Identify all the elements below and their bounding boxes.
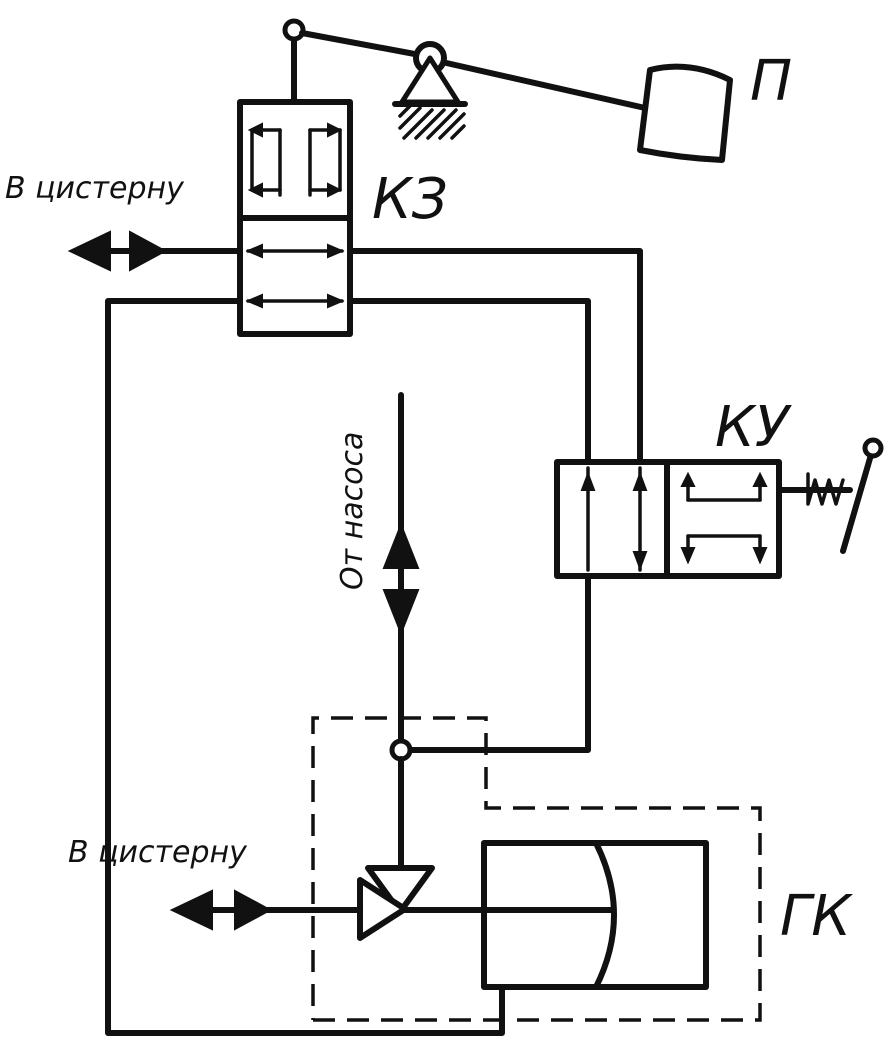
- tank-arrow-left-bottom: [169, 889, 213, 931]
- ground-hatch: [398, 104, 466, 140]
- ku-label: КУ: [715, 395, 793, 460]
- from-pump-label: От насоса: [335, 432, 370, 590]
- gk-piston: [593, 840, 617, 990]
- to-tank-top-label: В цистерну: [5, 171, 185, 206]
- pipe-return-loop: [105, 298, 505, 1036]
- gk-label: ГК: [780, 884, 853, 949]
- gk-dashed-boundary: [311, 716, 762, 1022]
- ku-lever-knob: [862, 437, 884, 459]
- rod-hinge: [282, 18, 306, 42]
- pedal-pad: [637, 63, 733, 163]
- valve-ku: [554, 437, 884, 579]
- kz-label: КЗ: [372, 167, 448, 232]
- pedal-linkage: [282, 18, 733, 163]
- pump-arrow-up: [382, 522, 420, 569]
- pipe-kz-to-ku-right: [347, 248, 643, 465]
- pump-arrow-down: [382, 589, 420, 636]
- pipe-kz-to-ku-left: [347, 298, 591, 465]
- valve-kz: [237, 99, 353, 337]
- pump-line: [382, 392, 420, 743]
- to-tank-bottom-label: В цистерну: [68, 835, 248, 870]
- lever-left: [299, 30, 423, 58]
- gk-cylinder: [481, 840, 709, 990]
- tank-arrow-right-top: [129, 230, 168, 272]
- pipe-ku-to-junction: [407, 573, 591, 753]
- tank-arrow-right-bottom: [234, 889, 273, 931]
- ku-lever: [840, 445, 876, 554]
- lever-right: [439, 59, 648, 111]
- pedal-label: П: [750, 49, 792, 114]
- tank-line-bottom: [169, 889, 363, 931]
- tank-line-top: [67, 230, 243, 272]
- gk-valve-down: [365, 865, 435, 915]
- tank-arrow-left-top: [67, 230, 111, 272]
